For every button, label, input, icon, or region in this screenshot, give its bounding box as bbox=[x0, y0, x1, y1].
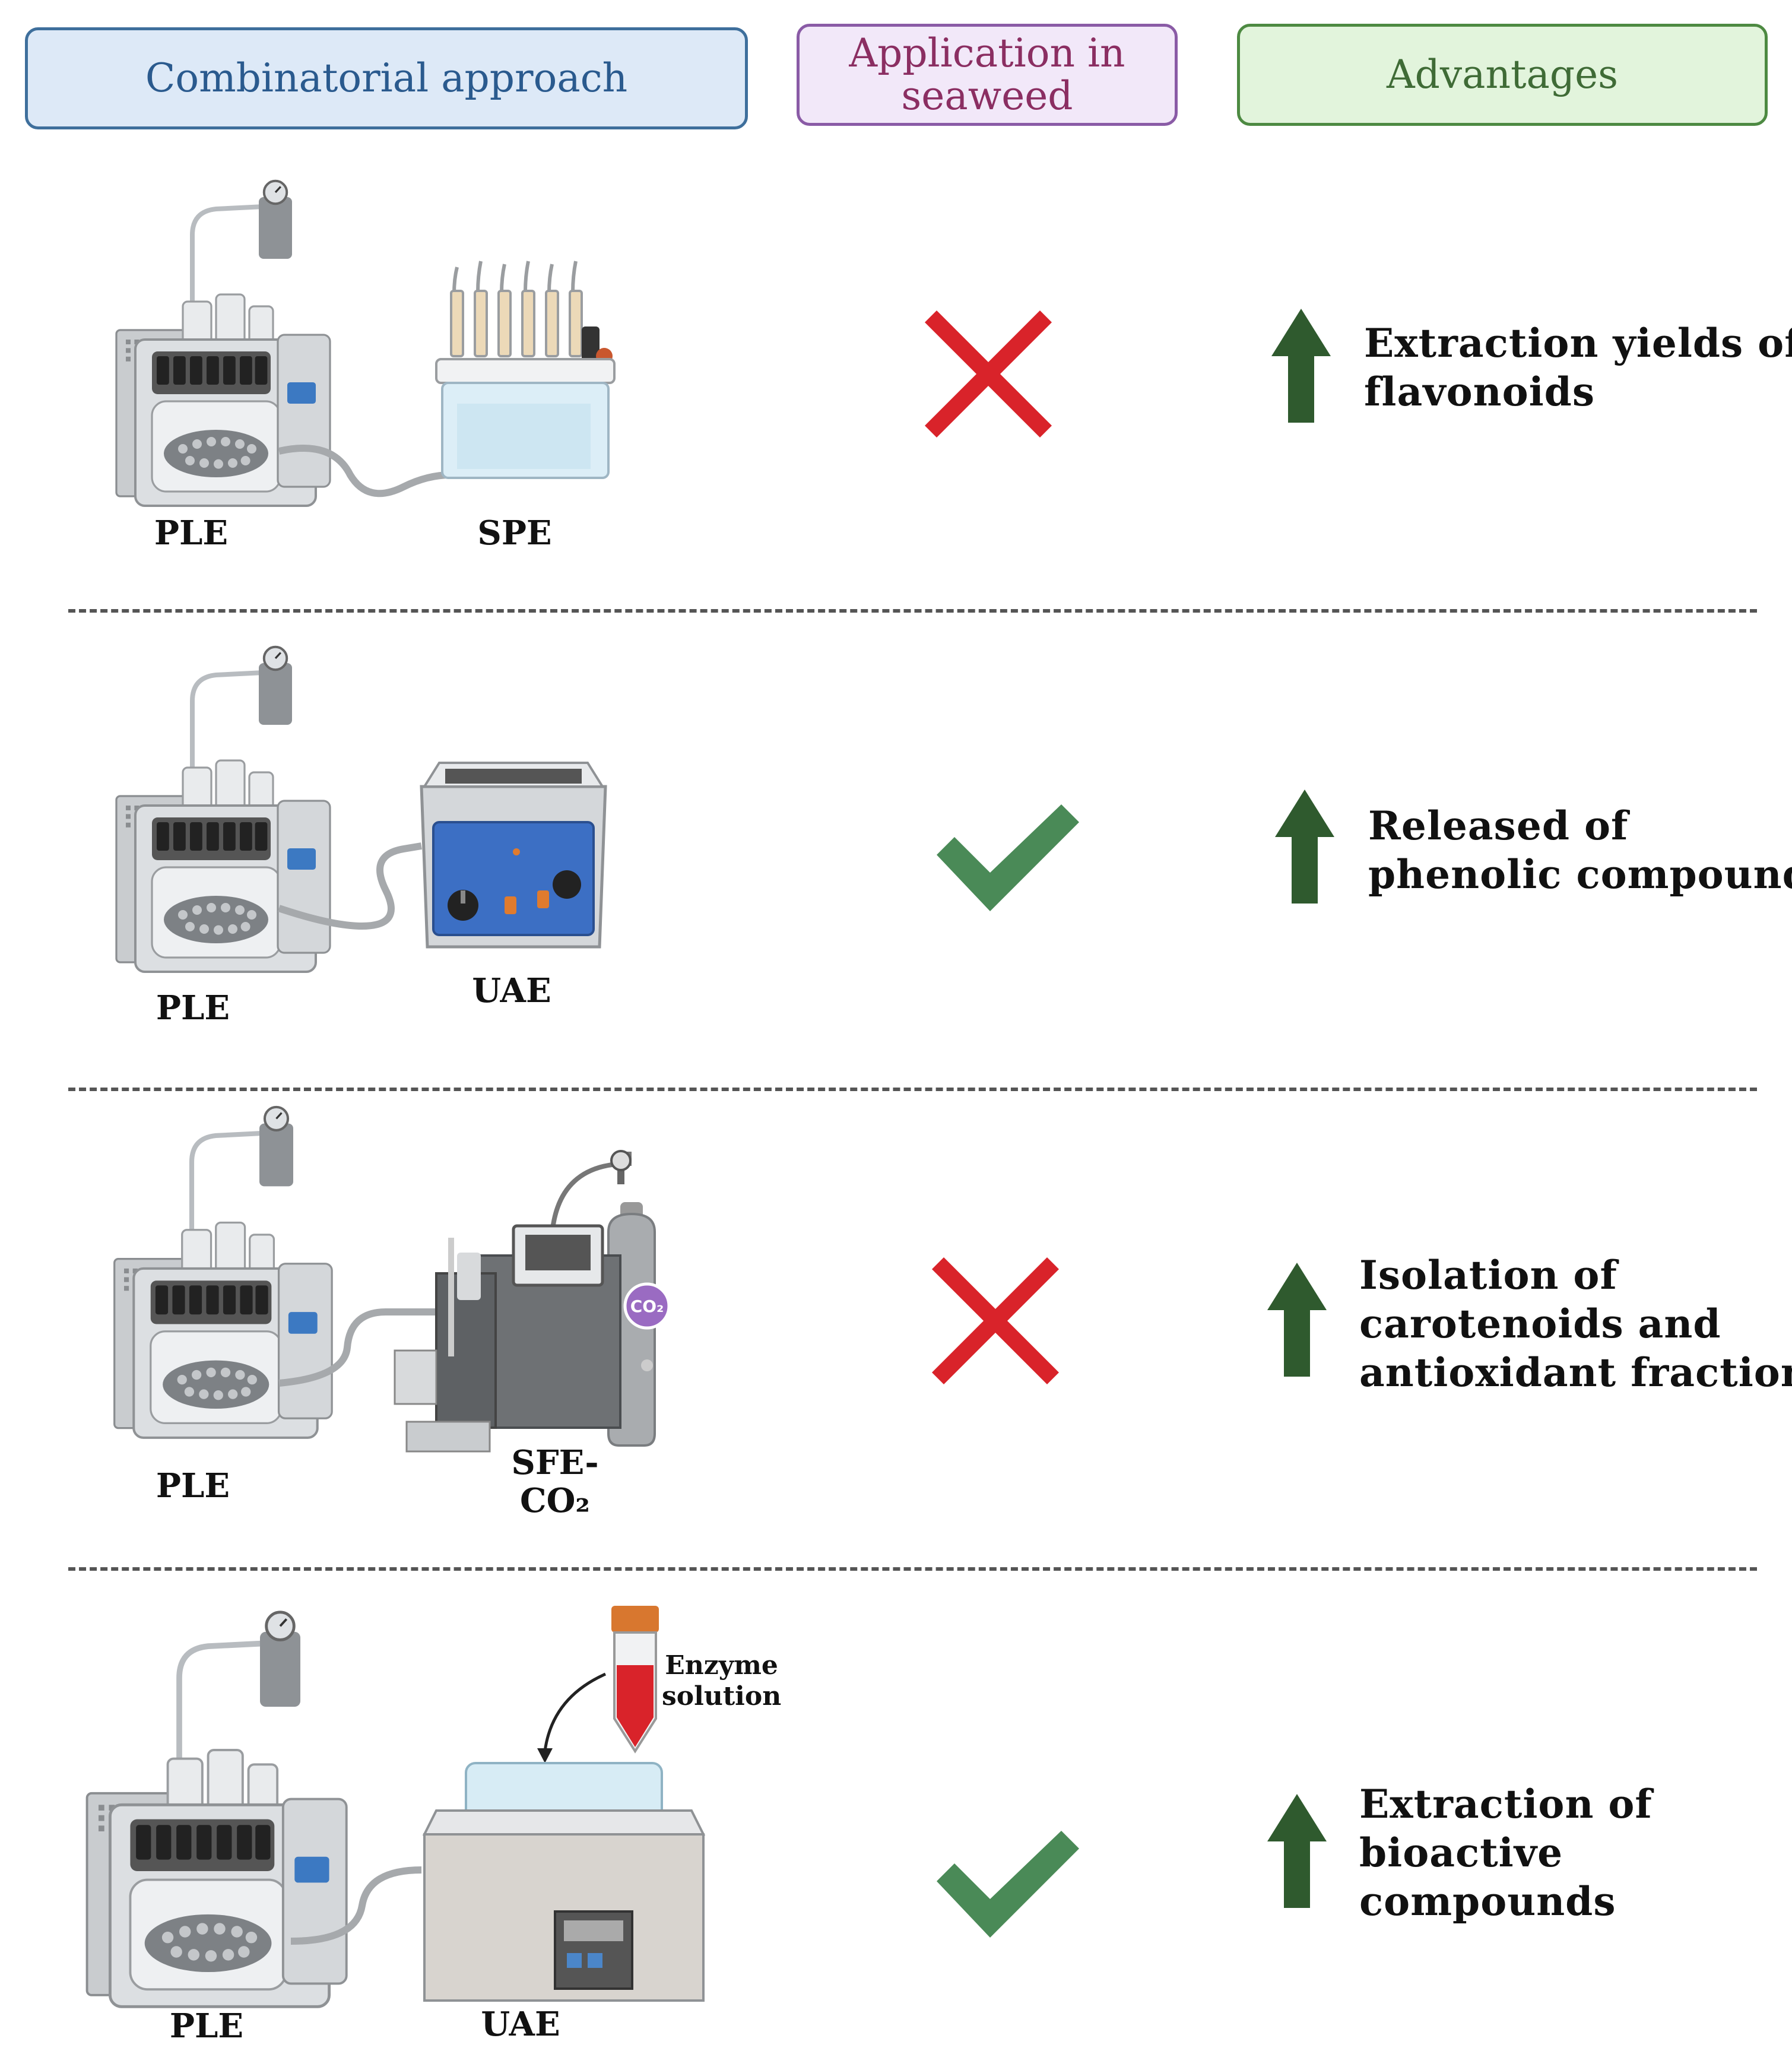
advantage-line: carotenoids and bbox=[1359, 1301, 1721, 1347]
arrow-up-icon bbox=[1267, 1794, 1327, 1908]
enzyme-label-line1: Enzyme bbox=[665, 1650, 778, 1681]
enzyme-label-line2: solution bbox=[662, 1681, 782, 1711]
water-bath-illustration bbox=[422, 1762, 706, 2002]
header-application-line1: Application in bbox=[849, 30, 1125, 76]
sfe-co2-system-illustration bbox=[394, 1150, 656, 1453]
advantage-text: Extraction yields of flavonoids bbox=[1364, 319, 1792, 416]
uae-label: UAE bbox=[472, 971, 551, 1010]
arrow-up-icon bbox=[1267, 1263, 1327, 1377]
arrow-up-icon bbox=[1271, 309, 1331, 423]
spe-manifold-illustration bbox=[435, 261, 616, 479]
header-combinatorial-approach: Combinatorial approach bbox=[25, 27, 748, 129]
advantage-text: Isolation of carotenoids and antioxidant… bbox=[1359, 1251, 1792, 1397]
row-separator bbox=[68, 1567, 1757, 1571]
enzyme-solution-label: Enzyme solution bbox=[662, 1650, 781, 1712]
check-icon bbox=[937, 1831, 1079, 1938]
row-separator bbox=[68, 1088, 1757, 1091]
enzyme-tube-illustration bbox=[611, 1606, 659, 1754]
advantage-line: antioxidant fraction bbox=[1359, 1349, 1792, 1396]
co2-label-line2: CO₂ bbox=[520, 1481, 590, 1520]
sfe-label-line1: SFE- bbox=[511, 1443, 599, 1482]
advantage-line: bioactive bbox=[1359, 1830, 1563, 1876]
advantage-text: Released of phenolic compounds bbox=[1368, 801, 1792, 899]
header-application-text: Application in seaweed bbox=[849, 32, 1125, 118]
advantage-line: Isolation of bbox=[1359, 1252, 1617, 1298]
header-advantages: Advantages bbox=[1237, 24, 1768, 126]
header-approach-text: Combinatorial approach bbox=[145, 55, 628, 101]
ple-label: PLE bbox=[169, 2006, 244, 2046]
header-advantages-text: Advantages bbox=[1386, 52, 1619, 97]
row-separator bbox=[68, 609, 1757, 613]
header-application-in-seaweed: Application in seaweed bbox=[797, 24, 1178, 126]
advantage-line: Extraction of bbox=[1359, 1781, 1653, 1827]
spe-label: SPE bbox=[477, 513, 552, 553]
advantage-line: compounds bbox=[1359, 1878, 1616, 1925]
ple-label: PLE bbox=[156, 988, 230, 1028]
advantage-line: flavonoids bbox=[1364, 369, 1595, 415]
co2-badge-icon: CO₂ bbox=[623, 1282, 671, 1330]
cross-icon bbox=[925, 310, 1052, 438]
uae-label: UAE bbox=[481, 2005, 560, 2044]
advantage-line: Released of bbox=[1368, 803, 1629, 849]
advantage-line: phenolic compounds bbox=[1368, 851, 1792, 898]
arrow-up-icon bbox=[1275, 790, 1334, 904]
check-icon bbox=[937, 804, 1079, 911]
ultrasonic-bath-illustration bbox=[420, 762, 607, 949]
cross-icon bbox=[932, 1257, 1059, 1384]
ple-label: PLE bbox=[154, 513, 229, 553]
advantage-line: Extraction yields of bbox=[1364, 320, 1792, 366]
ple-label: PLE bbox=[156, 1466, 230, 1505]
sfe-co2-label: SFE- CO₂ bbox=[511, 1444, 598, 1520]
co2-badge-text: CO₂ bbox=[630, 1296, 664, 1316]
header-application-line2: seaweed bbox=[901, 73, 1073, 119]
advantage-text: Extraction of bioactive compounds bbox=[1359, 1780, 1653, 1926]
